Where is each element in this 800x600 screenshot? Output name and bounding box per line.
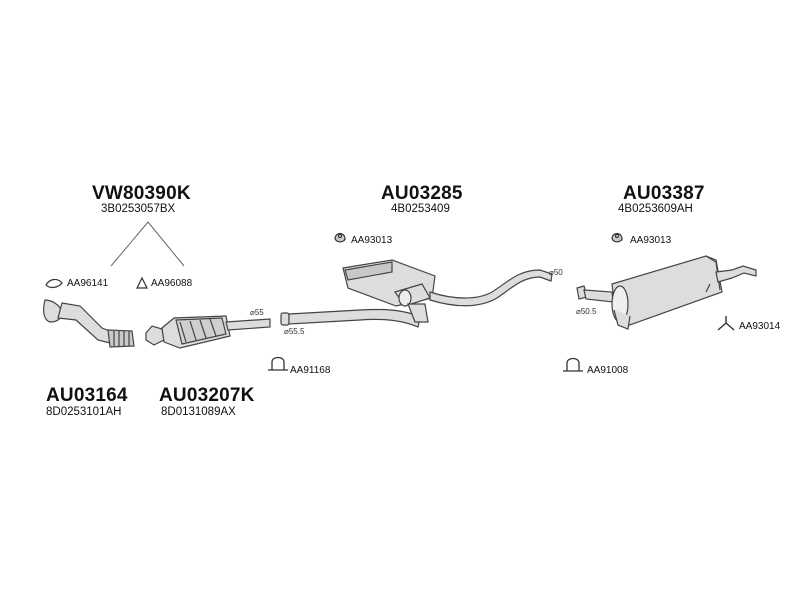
rear-silencer-part[interactable]: [576, 255, 757, 330]
part-code-au03164: AU03164: [46, 385, 128, 406]
accessory-label-aa96088: AA96088: [151, 278, 193, 289]
part-ref-au03164: 8D0253101AH: [46, 406, 122, 418]
gasket-ring-icon: [45, 278, 63, 289]
u-bolt-clamp-icon: [268, 356, 288, 371]
accessory-label-aa93014: AA93014: [739, 321, 781, 332]
rubber-hanger-icon: [611, 232, 623, 243]
accessory-label-aa91008: AA91008: [587, 365, 629, 376]
diameter-label-50-5: ⌀50.5: [576, 307, 597, 316]
part-ref-vw80390k: 3B0253057BX: [101, 203, 176, 215]
part-ref-au03285: 4B0253409: [391, 203, 450, 215]
diameter-label-55: ⌀55: [250, 308, 264, 317]
vw80390k-connector: [110, 221, 185, 267]
diameter-label-55-5: ⌀55.5: [284, 327, 305, 336]
part-code-vw80390k: VW80390K: [92, 183, 191, 204]
accessory-label-aa91168: AA91168: [290, 365, 331, 376]
rubber-hanger-icon: [334, 232, 346, 243]
accessory-label-aa93013-rear: AA93013: [630, 235, 672, 246]
part-ref-au03387: 4B0253609AH: [618, 203, 693, 215]
part-ref-au03207k: 8D0131089AX: [161, 406, 236, 418]
accessory-label-aa96141: AA96141: [67, 278, 109, 289]
middle-silencer-part[interactable]: [280, 259, 553, 328]
part-code-au03387: AU03387: [623, 183, 705, 204]
front-pipe-part[interactable]: [43, 299, 135, 348]
y-bracket-icon: [717, 316, 735, 331]
gasket-triangle-icon: [136, 276, 148, 289]
accessory-label-aa93013-middle: AA93013: [351, 235, 393, 246]
part-code-au03285: AU03285: [381, 183, 463, 204]
u-bolt-clamp-icon: [563, 357, 583, 372]
diameter-label-50: ⌀50: [549, 268, 563, 277]
catalytic-converter-part[interactable]: [145, 315, 271, 349]
part-code-au03207k: AU03207K: [159, 385, 255, 406]
